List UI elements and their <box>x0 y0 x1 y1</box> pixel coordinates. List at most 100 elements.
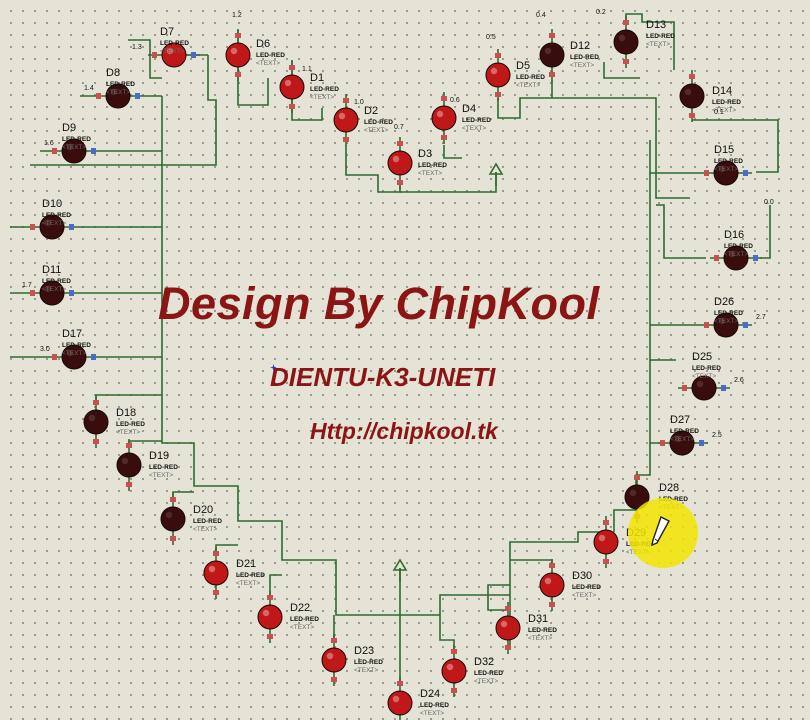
wire-37[interactable] <box>149 55 162 79</box>
led-part-label: LED-RED <box>193 518 222 525</box>
led-ref-label: D28 <box>659 482 679 494</box>
led-ref-label: D10 <box>42 198 62 210</box>
led-text-label: <TEXT> <box>462 125 486 132</box>
led-part-label: LED-RED <box>62 342 91 349</box>
led-ref-label: D18 <box>116 407 136 419</box>
led-part-label: LED-RED <box>572 584 601 591</box>
led-part-label: LED-RED <box>528 627 557 634</box>
led-part-label: LED-RED <box>42 212 71 219</box>
led-ref-label: D23 <box>354 645 374 657</box>
wire-22[interactable] <box>487 584 510 611</box>
led-ref-label: D7 <box>160 26 174 38</box>
led-part-label: LED-RED <box>474 670 503 677</box>
wire-14[interactable] <box>649 173 676 361</box>
led-part-label: LED-RED <box>714 310 743 317</box>
led-part-label: LED-RED <box>160 40 189 47</box>
led-ref-label: D14 <box>712 85 732 97</box>
wire-30[interactable] <box>128 440 162 447</box>
led-text-label: <TEXT> <box>149 472 173 479</box>
wire-24[interactable] <box>399 614 440 685</box>
wire-1[interactable] <box>128 39 151 55</box>
wire-8[interactable] <box>497 97 690 199</box>
wire-18[interactable] <box>649 360 656 444</box>
led-part-label: LED-RED <box>354 659 383 666</box>
led-text-label: <TEXT> <box>354 667 378 674</box>
led-part-label: LED-RED <box>462 117 491 124</box>
net-label: 3.0 <box>40 346 50 353</box>
wire-0[interactable] <box>30 55 217 166</box>
led-text-label: <TEXT> <box>474 678 498 685</box>
led-ref-label: D6 <box>256 38 270 50</box>
wire-10[interactable] <box>625 13 675 70</box>
net-label: 1.7 <box>22 282 32 289</box>
led-part-label: LED-RED <box>516 74 545 81</box>
wire-7[interactable] <box>443 145 462 159</box>
wire-21[interactable] <box>510 559 553 565</box>
wire-20[interactable] <box>509 531 606 648</box>
wire-28[interactable] <box>215 544 238 555</box>
wire-15[interactable] <box>656 204 706 259</box>
led-ref-label: D17 <box>62 328 82 340</box>
net-label: 1.1 <box>302 66 312 73</box>
led-text-label: <TEXT> <box>256 60 280 67</box>
wire-6[interactable] <box>399 172 497 193</box>
wire-31[interactable] <box>95 394 162 404</box>
led-part-label: LED-RED <box>712 99 741 106</box>
wire-29[interactable] <box>172 491 194 500</box>
led-ref-label: D32 <box>474 656 494 668</box>
led-part-label: LED-RED <box>418 162 447 169</box>
led-part-label: LED-RED <box>290 616 319 623</box>
led-text-label: <TEXT> <box>236 580 260 587</box>
wire-5[interactable] <box>345 145 402 193</box>
led-ref-label: D9 <box>62 122 76 134</box>
led-part-label: LED-RED <box>42 278 71 285</box>
wire-23[interactable] <box>439 594 510 650</box>
net-label: 0.0 <box>764 199 774 206</box>
led-text-label: <TEXT> <box>364 127 388 134</box>
led-text-label: <TEXT> <box>528 635 552 642</box>
led-part-label: LED-RED <box>310 86 339 93</box>
wire-13[interactable] <box>649 140 700 174</box>
wire-11[interactable] <box>603 62 640 79</box>
wire-27[interactable] <box>269 574 282 598</box>
wire-12[interactable] <box>692 119 779 173</box>
wire-25[interactable] <box>161 96 401 616</box>
power-terminal-icon[interactable] <box>392 558 408 582</box>
net-label: 0.2 <box>596 9 606 16</box>
wire-16[interactable] <box>760 205 771 259</box>
led-text-label: <TEXT> <box>310 94 334 101</box>
power-terminal-icon[interactable] <box>488 162 504 186</box>
